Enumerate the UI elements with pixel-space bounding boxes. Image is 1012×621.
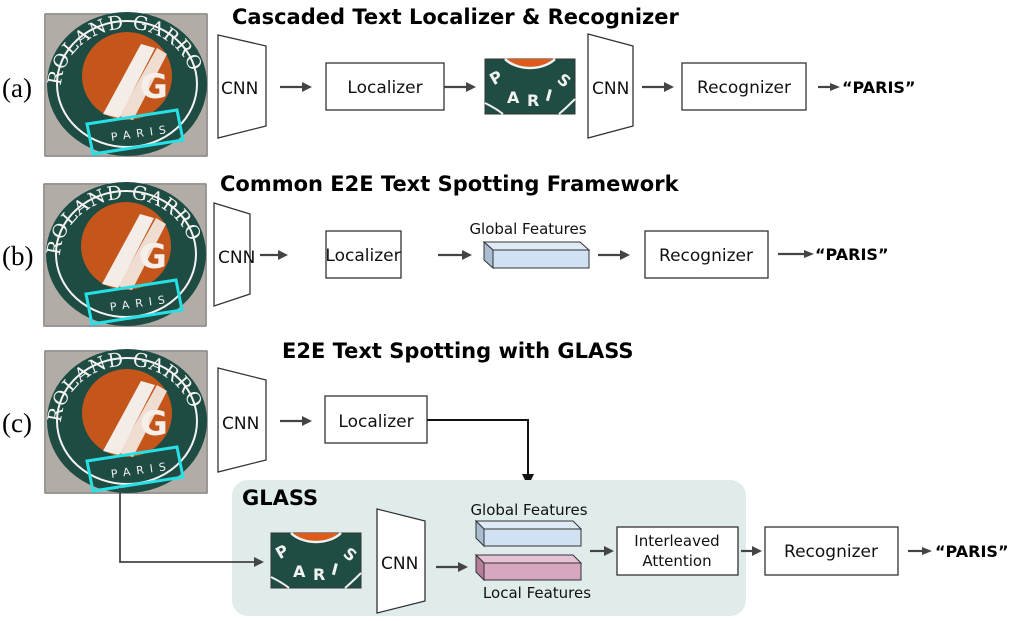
global-features-label-c: Global Features [470,501,587,519]
localizer-box-b [325,230,402,279]
cropped-text-image-c [269,531,363,590]
arrowhead-b4 [804,250,814,258]
arrowhead-b3 [620,250,630,260]
recognizer-label-b: Recognizer [659,246,753,266]
recognizer-box-c [764,526,899,576]
row-c-label: (c) [2,408,32,438]
cnn-block-b1 [213,202,251,307]
cnn-block-a2 [587,33,634,139]
row-c-title: E2E Text Spotting with GLASS [282,339,634,363]
row-c: E2E Text Spotting with GLASS (c) CNN Loc… [2,332,1008,616]
arrowhead-c4 [752,546,762,556]
input-image-c [36,332,209,495]
local-features-label-c: Local Features [483,584,591,602]
interleaved-attention-box [616,526,739,576]
localizer-to-global-connector [427,419,529,478]
local-features-tensor-c [474,553,583,582]
recognizer-box-b [644,230,769,279]
localizer-box-a [325,62,445,111]
recognizer-label-a: Recognizer [697,78,791,98]
arrowhead-b1 [278,250,288,260]
recognizer-box-a [681,62,807,111]
cnn-block-c1 [217,367,267,473]
arrowhead-c2 [458,562,468,572]
output-text-c: “PARIS” [935,542,1008,561]
arrowhead-b2 [462,250,472,260]
cnn-block-a1 [217,34,267,139]
localizer-label-c: Localizer [338,412,413,432]
cnn-label-c1: CNN [222,414,259,434]
arrowhead-a2 [466,82,476,92]
crop-arrowhead [254,557,264,567]
global-features-tensor-c [474,519,583,548]
output-text-b: “PARIS” [815,245,888,264]
recognizer-label-c: Recognizer [784,542,878,562]
arrowhead-c1 [302,416,312,426]
row-b: Common E2E Text Spotting Framework (b) C… [2,165,888,328]
interleaved-attention-label-1: Interleaved [634,532,719,550]
global-features-label-b: Global Features [469,220,586,238]
input-image-b [35,165,208,328]
interleaved-attention-label-2: Attention [642,552,711,570]
cnn-label-b1: CNN [218,248,255,268]
arrowhead-c5 [922,547,932,555]
localizer-box-c [324,395,428,444]
arrowhead-a3 [664,82,674,92]
arrowhead-a1 [302,82,312,92]
row-b-label: (b) [2,241,33,271]
cropped-text-image-a [483,57,577,116]
output-text-a: “PARIS” [842,78,915,97]
localizer-label-a: Localizer [347,78,422,98]
row-a-title: Cascaded Text Localizer & Recognizer [232,5,680,29]
row-b-title: Common E2E Text Spotting Framework [220,172,680,196]
cnn-label-c2: CNN [381,554,418,574]
arrowhead-a4 [830,83,840,91]
glass-title: GLASS [242,486,318,510]
cnn-label-a1: CNN [221,79,258,99]
arrowhead-c3 [604,546,614,556]
image-to-crop-connector [119,488,256,563]
global-features-tensor-b [482,240,591,270]
row-a-label: (a) [2,73,32,103]
cnn-block-c2 [376,508,426,614]
localizer-label-b: Localizer [325,246,400,266]
cnn-label-a2: CNN [592,79,629,99]
row-a: Cascaded Text Localizer & Recognizer (a)… [2,0,915,158]
input-image-a [36,0,209,158]
